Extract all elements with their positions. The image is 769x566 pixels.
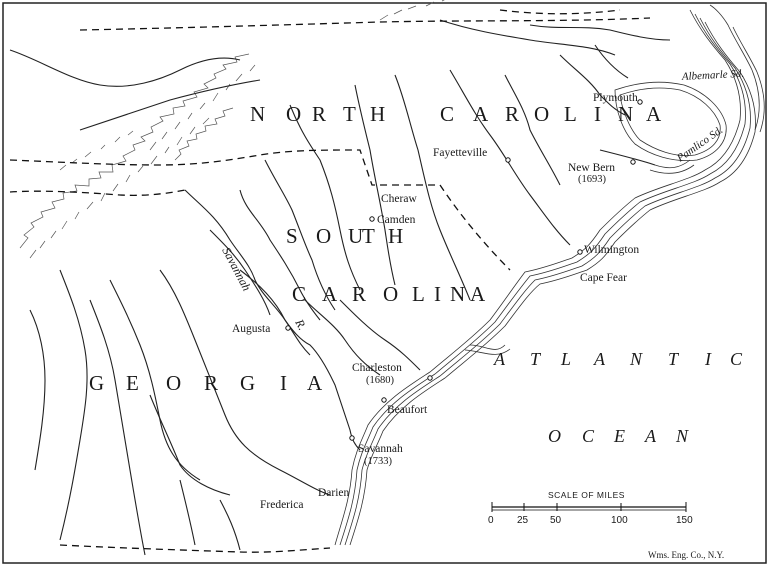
ga-letter: I	[280, 371, 287, 395]
nc-letter: A	[473, 102, 489, 126]
ga-letter: R	[204, 371, 218, 395]
frederica-label: Frederica	[260, 499, 303, 511]
ocean-letter: T	[668, 349, 680, 369]
new-bern-marker	[630, 159, 636, 165]
nc-letter: O	[534, 102, 549, 126]
south-carolina-label-line1: S O U T H	[286, 224, 403, 248]
ga-letter: G	[240, 371, 255, 395]
ocean-letter: A	[493, 349, 506, 369]
coastline	[334, 4, 765, 546]
ocean-letter: N	[629, 349, 643, 369]
nc-letter: R	[505, 102, 519, 126]
nc-letter: R	[312, 102, 326, 126]
augusta-marker	[285, 325, 291, 331]
sc-letter: A	[322, 282, 338, 306]
cape-fear-label: Cape Fear	[580, 272, 627, 284]
sc-letter: T	[362, 224, 375, 248]
nc-letter: H	[370, 102, 385, 126]
ocean-letter: O	[548, 426, 561, 446]
beaufort-marker	[381, 397, 387, 403]
augusta-label: Augusta	[232, 323, 270, 335]
north-carolina-label: N O R T H C A R O L I N A	[250, 102, 662, 126]
sc-letter: U	[348, 224, 363, 248]
albemarle-sound-label: Albemarle Sd.	[681, 68, 745, 83]
boundaries	[9, 9, 651, 553]
sc-letter: L	[412, 282, 425, 306]
mountain-ranges	[19, 0, 445, 259]
sc-letter: O	[383, 282, 398, 306]
nc-letter: N	[618, 102, 633, 126]
savannah-label: Savannah	[358, 443, 403, 455]
place-labels: Plymouth Fayetteville New Bern (1693) Ch…	[232, 92, 639, 511]
rivers	[9, 19, 671, 556]
camden-label: Camden	[377, 214, 416, 226]
sc-letter: C	[292, 282, 306, 306]
nc-letter: C	[440, 102, 454, 126]
fayetteville-marker	[505, 157, 511, 163]
camden-marker	[369, 216, 375, 222]
scale-title: SCALE OF MILES	[548, 490, 625, 500]
ocean-letter: I	[704, 349, 712, 369]
savannah-year-label: (1733)	[364, 456, 392, 467]
sc-letter: I	[434, 282, 441, 306]
va-nc-boundary	[79, 17, 651, 31]
nc-letter: T	[343, 102, 356, 126]
sc-letter: A	[470, 282, 486, 306]
ocean-label: A T L A N T I C O C E A N	[493, 349, 743, 446]
ga-letter: A	[307, 371, 323, 395]
darien-label: Darien	[318, 487, 350, 499]
nc-letter: N	[250, 102, 265, 126]
ocean-letter: T	[530, 349, 542, 369]
scale-tick-label: 150	[676, 515, 693, 526]
sc-letter: S	[286, 224, 298, 248]
sc-letter: R	[352, 282, 366, 306]
ocean-letter: A	[644, 426, 657, 446]
state-labels: N O R T H C A R O L I N A S O U T H C A …	[89, 102, 662, 395]
savannah-marker	[349, 435, 355, 441]
nc-letter: A	[646, 102, 662, 126]
new-bern-year-label: (1693)	[578, 174, 606, 185]
ga-letter: E	[126, 371, 139, 395]
ocean-letter: A	[593, 349, 606, 369]
engraver-credit: Wms. Eng. Co., N.Y.	[648, 550, 724, 560]
wilmington-marker	[577, 249, 583, 255]
new-bern-label: New Bern	[568, 162, 615, 174]
georgia-label: G E O R G I A	[89, 371, 323, 395]
south-carolina-label-line2: C A R O L I N A	[292, 282, 486, 306]
savannah-river	[184, 189, 361, 451]
scale-tick-label: 0	[488, 515, 494, 526]
nc-letter: I	[594, 102, 601, 126]
fayetteville-label: Fayetteville	[433, 147, 487, 159]
sc-letter: H	[388, 224, 403, 248]
ocean-letter: E	[613, 426, 625, 446]
town-markers	[285, 99, 643, 441]
ocean-letter: C	[582, 426, 595, 446]
ocean-letter: N	[675, 426, 689, 446]
nc-letter: O	[286, 102, 301, 126]
ga-letter: G	[89, 371, 104, 395]
nc-letter: L	[564, 102, 577, 126]
charleston-year-label: (1680)	[366, 375, 394, 386]
charleston-label: Charleston	[352, 362, 402, 374]
plymouth-marker	[637, 99, 643, 105]
scale-of-miles: SCALE OF MILES 0 25 50 100 150	[488, 490, 693, 526]
sc-letter: O	[316, 224, 331, 248]
ga-letter: O	[166, 371, 181, 395]
cheraw-label: Cheraw	[381, 193, 417, 205]
scale-tick-label: 25	[517, 515, 529, 526]
sc-letter: N	[450, 282, 465, 306]
ga-sc-boundary	[9, 189, 186, 196]
wilmington-label: Wilmington	[584, 244, 639, 256]
charleston-marker	[427, 375, 433, 381]
plymouth-label: Plymouth	[593, 92, 638, 104]
scale-tick-label: 50	[550, 515, 562, 526]
beaufort-label: Beaufort	[387, 404, 428, 416]
scale-tick-label: 100	[611, 515, 628, 526]
ocean-letter: L	[560, 349, 571, 369]
nc-sc-boundary	[9, 149, 511, 271]
ocean-letter: C	[730, 349, 743, 369]
